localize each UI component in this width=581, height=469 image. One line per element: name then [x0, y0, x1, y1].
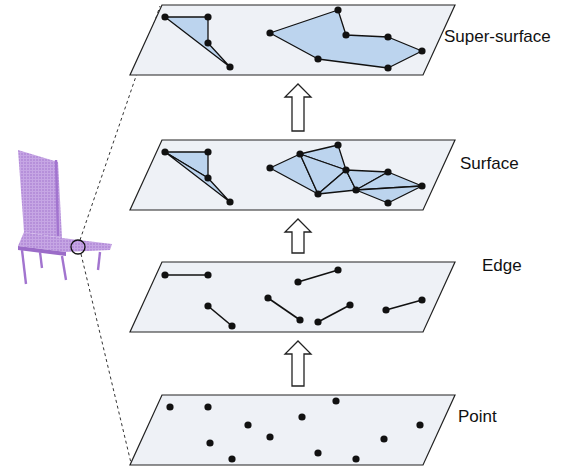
vertex-dot — [296, 150, 303, 157]
layer-label: Super-surface — [444, 27, 551, 47]
zoom-circle — [71, 240, 85, 254]
layer-plane: Surface — [130, 140, 523, 210]
layer-label: Surface — [460, 154, 519, 174]
layer-plane: Point — [130, 395, 501, 465]
vertex-dot — [384, 33, 391, 40]
up-arrow — [285, 341, 311, 386]
up-arrow — [285, 219, 311, 253]
vertex-dot — [228, 322, 235, 329]
layer-plane: Edge — [130, 262, 526, 332]
vertex-dot — [384, 64, 391, 71]
layer-plane: Super-surface — [130, 5, 555, 75]
point-cloud-chair — [18, 150, 112, 284]
vertex-dot — [264, 294, 271, 301]
vertex-dot — [161, 13, 168, 20]
vertex-dot — [204, 271, 211, 278]
vertex-dot — [346, 301, 353, 308]
vertex-dot — [384, 168, 391, 175]
zoom-line — [81, 254, 131, 463]
vertex-dot — [161, 148, 168, 155]
vertex-dot — [204, 403, 211, 410]
vertex-dot — [380, 435, 387, 442]
plane-shape — [130, 5, 460, 75]
vertex-dot — [314, 318, 321, 325]
vertex-dot — [296, 316, 303, 323]
vertex-dot — [266, 433, 273, 440]
vertex-dot — [314, 190, 321, 197]
layer-label: Edge — [482, 256, 522, 276]
plane-shape — [130, 140, 460, 210]
vertex-dot — [314, 55, 321, 62]
vertex-dot — [382, 306, 389, 313]
vertex-dot — [204, 148, 211, 155]
vertex-dot — [266, 29, 273, 36]
vertex-dot — [161, 271, 168, 278]
vertex-dot — [416, 421, 423, 428]
plane-shape — [130, 395, 460, 465]
vertex-dot — [352, 186, 359, 193]
vertex-dot — [204, 39, 211, 46]
vertex-dot — [332, 397, 339, 404]
up-arrow — [285, 84, 311, 131]
vertex-dot — [206, 439, 213, 446]
vertex-dot — [342, 166, 349, 173]
vertex-dot — [418, 296, 425, 303]
vertex-dot — [384, 199, 391, 206]
plane-shape — [130, 262, 460, 332]
vertex-dot — [228, 455, 235, 462]
vertex-dot — [418, 47, 425, 54]
vertex-dot — [204, 302, 211, 309]
vertex-dot — [266, 164, 273, 171]
vertex-dot — [334, 141, 341, 148]
vertex-dot — [294, 278, 301, 285]
vertex-dot — [226, 63, 233, 70]
vertex-dot — [166, 403, 173, 410]
vertex-dot — [334, 266, 341, 273]
layer-label: Point — [458, 407, 497, 427]
vertex-dot — [204, 13, 211, 20]
vertex-dot — [418, 182, 425, 189]
vertex-dot — [342, 31, 349, 38]
vertex-dot — [226, 198, 233, 205]
vertex-dot — [352, 455, 359, 462]
vertex-dot — [204, 174, 211, 181]
vertex-dot — [298, 413, 305, 420]
vertex-dot — [314, 449, 321, 456]
vertex-dot — [334, 6, 341, 13]
vertex-dot — [244, 421, 251, 428]
